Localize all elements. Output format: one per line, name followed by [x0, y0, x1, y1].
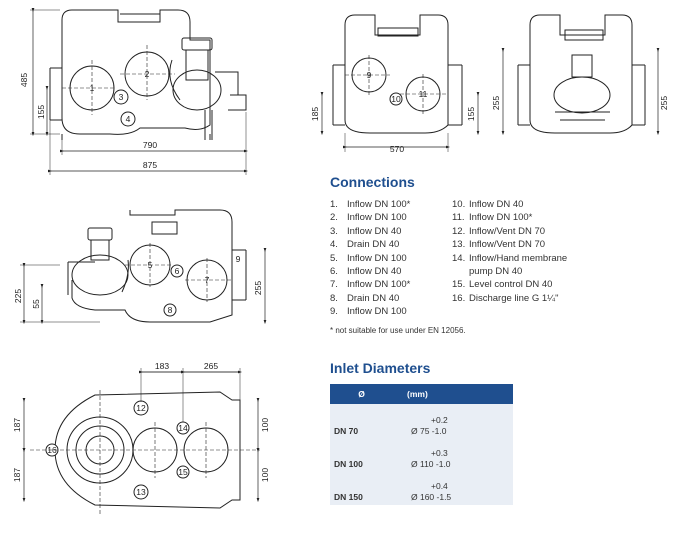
dim-side-b-left: 255	[491, 96, 501, 110]
dim-top-pitch-upper: 100	[260, 418, 270, 432]
dim-side-a-left: 185	[310, 107, 320, 121]
tolerance-cell: +0.4 Ø 160 -1.5	[393, 472, 513, 505]
list-item: 11.Inflow DN 100*	[452, 212, 533, 224]
marker-1: 1	[90, 83, 95, 93]
list-item: 8.Drain DN 40	[330, 292, 400, 304]
marker-13: 13	[136, 487, 146, 497]
marker-9-rear: 9	[236, 254, 241, 264]
dim-rear-height-right: 255	[253, 281, 263, 295]
marker-6: 6	[175, 266, 180, 276]
marker-12: 12	[136, 403, 146, 413]
list-item: 13.Inflow/Vent DN 70	[452, 239, 546, 251]
connections-footnote: * not suitable for use under EN 12056.	[330, 326, 466, 335]
list-item: 4.Drain DN 40	[330, 239, 400, 251]
header-mm: (mm)	[393, 384, 513, 404]
marker-7: 7	[205, 275, 210, 285]
inlet-diameters-table: Ø (mm) DN 70 +0.2 Ø 75 -1.0 DN 100 +0.3 …	[330, 384, 513, 505]
side-view-b	[501, 14, 660, 136]
list-item: 12.Inflow/Vent DN 70	[452, 225, 546, 237]
dn-cell: DN 100	[330, 439, 393, 472]
list-item: pump DN 40	[469, 266, 523, 278]
inlet-diameters-title: Inlet Diameters	[330, 360, 431, 376]
dn-cell: DN 70	[330, 404, 393, 439]
marker-11: 11	[419, 89, 428, 99]
dim-front-height: 485	[19, 73, 29, 87]
list-item: 7.Inflow DN 100*	[330, 279, 411, 291]
dim-top-spacing-b: 265	[204, 361, 218, 371]
list-item: 15.Level control DN 40	[452, 279, 553, 291]
connections-list-col1: 1.Inflow DN 100* 2.Inflow DN 100 3.Inflo…	[330, 198, 410, 319]
list-item: 16.Discharge line G 1¼"	[452, 292, 559, 304]
dim-rear-height-inner: 55	[31, 299, 41, 309]
marker-16: 16	[47, 445, 57, 455]
marker-3: 3	[119, 92, 124, 102]
marker-9: 9	[367, 70, 372, 80]
dim-side-a-width: 570	[390, 144, 404, 154]
table-row: DN 100 +0.3 Ø 110 -1.0	[330, 439, 513, 472]
dim-top-pitch-lower: 100	[260, 468, 270, 482]
dim-top-half-lower: 187	[12, 468, 22, 482]
marker-15: 15	[178, 467, 188, 477]
marker-14: 14	[178, 423, 188, 433]
list-item: 5.Inflow DN 100	[330, 252, 407, 264]
dim-side-b-right: 255	[659, 96, 669, 110]
dim-top-half-upper: 187	[12, 418, 22, 432]
dn-cell: DN 150	[330, 472, 393, 505]
table-row: DN 150 +0.4 Ø 160 -1.5	[330, 472, 513, 505]
tolerance-cell: +0.2 Ø 75 -1.0	[393, 404, 513, 439]
list-item: 9.Inflow DN 100	[330, 306, 407, 318]
list-item: 6.Inflow DN 40	[330, 266, 402, 278]
marker-4: 4	[126, 114, 131, 124]
side-view-a	[320, 14, 480, 152]
dim-rear-height-outer: 225	[13, 289, 23, 303]
list-item: 10.Inflow DN 40	[452, 199, 524, 210]
rear-view	[20, 209, 267, 325]
marker-5: 5	[148, 260, 153, 270]
tolerance-cell: +0.3 Ø 110 -1.0	[393, 439, 513, 472]
list-item: 2.Inflow DN 100	[330, 212, 407, 224]
dim-side-a-right: 155	[466, 107, 476, 121]
front-view	[30, 7, 249, 175]
top-view	[22, 368, 260, 515]
dim-front-inlet-height: 155	[36, 105, 46, 119]
table-row: DN 70 +0.2 Ø 75 -1.0	[330, 404, 513, 439]
list-item: 14.Inflow/Hand membrane	[452, 252, 568, 264]
marker-8: 8	[168, 305, 173, 315]
dim-top-spacing-a: 183	[155, 361, 169, 371]
list-item: 3.Inflow DN 40	[330, 225, 402, 237]
list-item: 1.Inflow DN 100*	[330, 199, 411, 210]
header-diameter: Ø	[330, 384, 393, 404]
connections-list-col2: 10.Inflow DN 40 11.Inflow DN 100* 12.Inf…	[452, 198, 567, 305]
marker-2: 2	[145, 69, 150, 79]
connections-title: Connections	[330, 174, 415, 190]
dim-front-width-outer: 875	[143, 160, 157, 170]
marker-10: 10	[391, 94, 401, 104]
dim-front-width-inner: 790	[143, 140, 157, 150]
